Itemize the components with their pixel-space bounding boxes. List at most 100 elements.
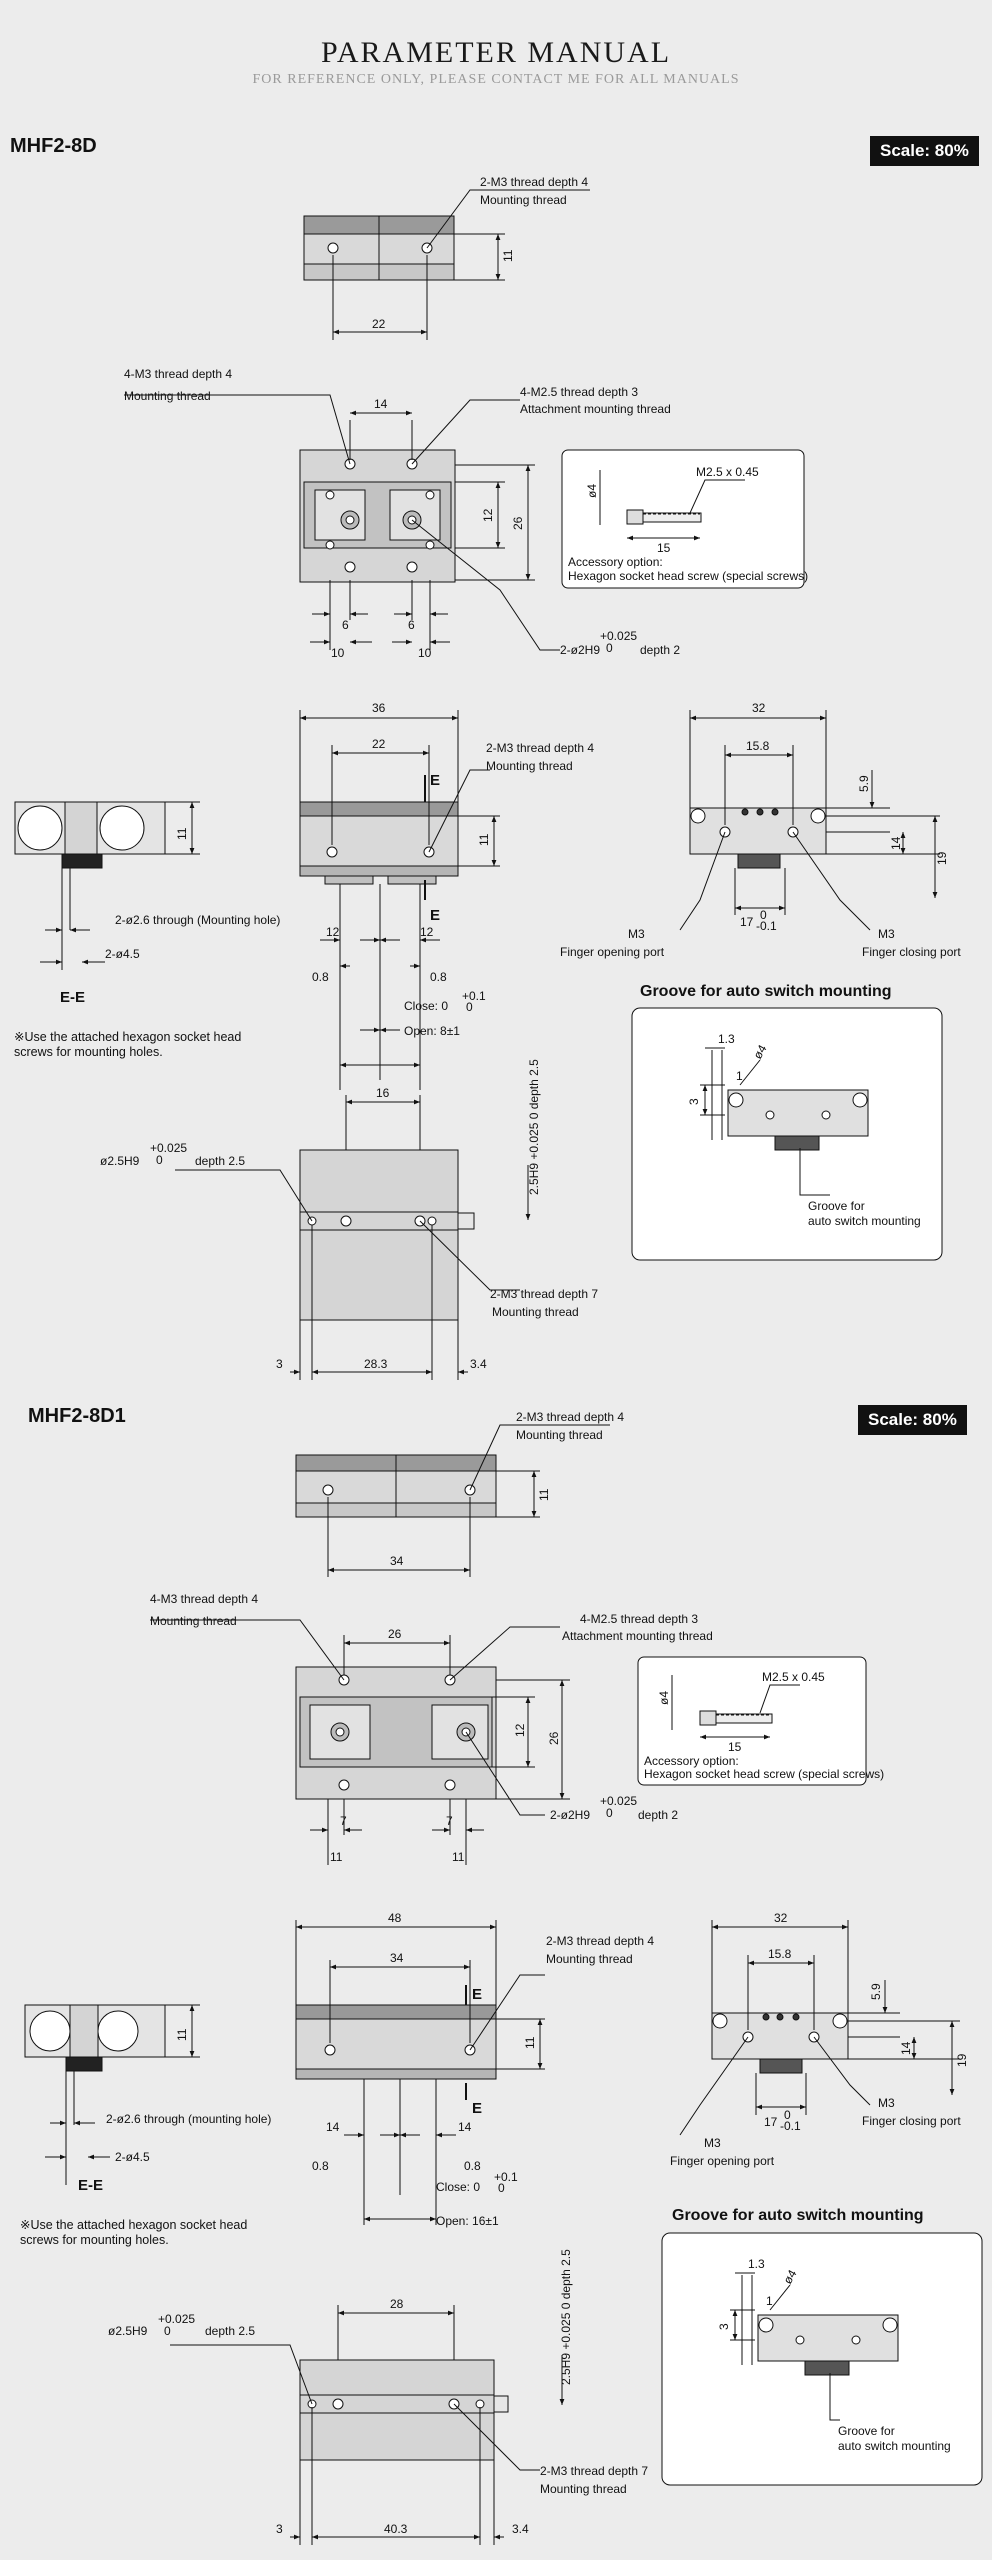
plan-thread1-label: 4-M3 thread depth 4 xyxy=(150,1592,258,1606)
side-close-label: Close: 0 xyxy=(404,999,448,1013)
front-m3-close: M3 xyxy=(878,2096,895,2110)
groove-label1: Groove for xyxy=(838,2424,895,2438)
bottom-view xyxy=(170,2305,565,2545)
side-d4-dim: 0.8 xyxy=(430,970,447,984)
side-d1-dim: 12 xyxy=(326,925,340,939)
groove-box xyxy=(661,2232,983,2486)
ee-height-dim: 11 xyxy=(175,827,189,840)
ee-dia-label: 2-ø4.5 xyxy=(115,2150,150,2164)
side-view xyxy=(295,1920,545,2225)
plan-pin-tol: +0.025 xyxy=(600,629,637,643)
groove-d1: 1.3 xyxy=(718,1032,735,1046)
side-mount-label: Mounting thread xyxy=(546,1952,633,1966)
plan-pin-depth: depth 2 xyxy=(638,1808,678,1822)
side-d2-dim: 12 xyxy=(420,925,434,939)
page-title: PARAMETER MANUAL xyxy=(320,36,672,69)
plan-thread2-label: 4-M2.5 thread depth 3 xyxy=(580,1612,698,1626)
front-m3-open: M3 xyxy=(628,927,645,941)
front-close-port: Finger closing port xyxy=(862,2114,961,2128)
front-m3-open: M3 xyxy=(704,2136,721,2150)
front-b-dim: 17 xyxy=(740,915,754,929)
top-view xyxy=(303,189,590,340)
bottom-mount-label: Mounting thread xyxy=(540,2482,627,2496)
front-m3-close: M3 xyxy=(878,927,895,941)
drawing-mhf2-8d: 2-M3 thread depth 4 Mounting thread 22 1… xyxy=(14,175,961,1380)
top-height-dim: 11 xyxy=(501,249,515,262)
side-view xyxy=(299,710,500,1090)
top-view xyxy=(295,1424,610,1577)
front-b-dim: 17 xyxy=(764,2115,778,2129)
bottom-hole-depth: depth 2.5 xyxy=(205,2324,255,2338)
front-w-dim: 32 xyxy=(774,1911,788,1925)
front-h1-dim: 5.9 xyxy=(857,775,871,792)
plan-d2-dim: 6 xyxy=(408,618,415,632)
groove-d4: 1 xyxy=(736,1069,743,1083)
bottom-hole-tol: +0.025 xyxy=(158,2312,195,2326)
bottom-w-dim: 16 xyxy=(376,1086,390,1100)
front-h3-dim: 19 xyxy=(935,851,949,865)
plan-thread1-label: 4-M3 thread depth 4 xyxy=(124,367,232,381)
front-h2-dim: 14 xyxy=(889,836,903,850)
plan-view xyxy=(124,394,560,651)
side-d3-dim: 0.8 xyxy=(312,2159,329,2173)
front-b-tol: 0 xyxy=(760,908,767,922)
acc-len-dim: 15 xyxy=(728,1740,742,1754)
plan-thread2-label: 4-M2.5 thread depth 3 xyxy=(520,385,638,399)
mounting-note: ※Use the attached hexagon socket head sc… xyxy=(20,2218,248,2247)
plan-h2-dim: 26 xyxy=(547,1731,561,1745)
plan-thread2-sub: Attachment mounting thread xyxy=(562,1629,713,1643)
top-thread-label: 2-M3 thread depth 4 xyxy=(480,175,588,189)
side-e-top: E xyxy=(472,1986,482,2003)
bottom-hole-label: ø2.5H9 xyxy=(108,2324,148,2338)
bottom-hole-depth: depth 2.5 xyxy=(195,1154,245,1168)
top-mount-label: Mounting thread xyxy=(480,193,567,207)
side-e-bottom: E xyxy=(472,2100,482,2117)
front-b-tol: 0 xyxy=(784,2108,791,2122)
groove-title: Groove for auto switch mounting xyxy=(672,2207,924,2224)
plan-h1-dim: 12 xyxy=(513,1723,527,1737)
scale-badge: Scale: 80% xyxy=(870,136,979,166)
groove-label2: auto switch mounting xyxy=(838,2439,951,2453)
plan-d4-dim: 11 xyxy=(452,1850,465,1864)
plan-d3-dim: 10 xyxy=(331,646,345,660)
groove-box xyxy=(631,1007,943,1261)
side-close-tol: +0.1 xyxy=(462,989,486,1003)
plan-pin-label: 2-ø2H9 xyxy=(550,1808,590,1822)
groove-d2: ø4 xyxy=(750,1042,769,1061)
side-height-dim: 11 xyxy=(523,2036,537,2049)
side-e-bottom: E xyxy=(430,907,440,924)
ee-view xyxy=(24,2004,200,2185)
acc-line1: Accessory option: xyxy=(568,555,663,569)
bottom-hole-tol0: 0 xyxy=(164,2324,171,2338)
plan-pin-tol0: 0 xyxy=(606,641,613,655)
ee-section-label: E-E xyxy=(60,989,85,1006)
acc-screw-label: M2.5 x 0.45 xyxy=(696,465,759,479)
drawing-mhf2-8d1: 2-M3 thread depth 4 Mounting thread 34 1… xyxy=(24,1410,983,2545)
front-close-port: Finger closing port xyxy=(862,945,961,959)
acc-screw-label: M2.5 x 0.45 xyxy=(762,1670,825,1684)
side-open-label: Open: 16±1 xyxy=(436,2214,499,2228)
groove-title: Groove for auto switch mounting xyxy=(640,983,892,1000)
acc-line2: Hexagon socket head screw (special screw… xyxy=(568,569,808,583)
front-h1-dim: 5.9 xyxy=(869,1983,883,2000)
side-d2-dim: 14 xyxy=(458,2120,472,2134)
groove-label2: auto switch mounting xyxy=(808,1214,921,1228)
plan-pin-tol: +0.025 xyxy=(600,1794,637,1808)
bottom-hole-tol: +0.025 xyxy=(150,1141,187,1155)
acc-len-dim: 15 xyxy=(657,541,671,555)
side-mount-label: Mounting thread xyxy=(486,759,573,773)
side-thread-label: 2-M3 thread depth 4 xyxy=(546,1934,654,1948)
side-d3-dim: 0.8 xyxy=(312,970,329,984)
side-w1-dim: 36 xyxy=(372,701,386,715)
model-name: MHF2-8D xyxy=(10,135,97,157)
mounting-note: ※Use the attached hexagon socket head sc… xyxy=(14,1030,242,1059)
ee-hole-label: 2-ø2.6 through (mounting hole) xyxy=(106,2112,271,2126)
front-open-port: Finger opening port xyxy=(670,2154,775,2168)
plan-h2-dim: 26 xyxy=(511,516,525,530)
side-e-top: E xyxy=(430,772,440,789)
side-open-label: Open: 8±1 xyxy=(404,1024,460,1038)
side-close-tol0: 0 xyxy=(466,1000,473,1014)
accessory-box xyxy=(561,449,805,589)
top-width-dim: 22 xyxy=(372,317,386,331)
plan-view xyxy=(150,1619,570,1865)
